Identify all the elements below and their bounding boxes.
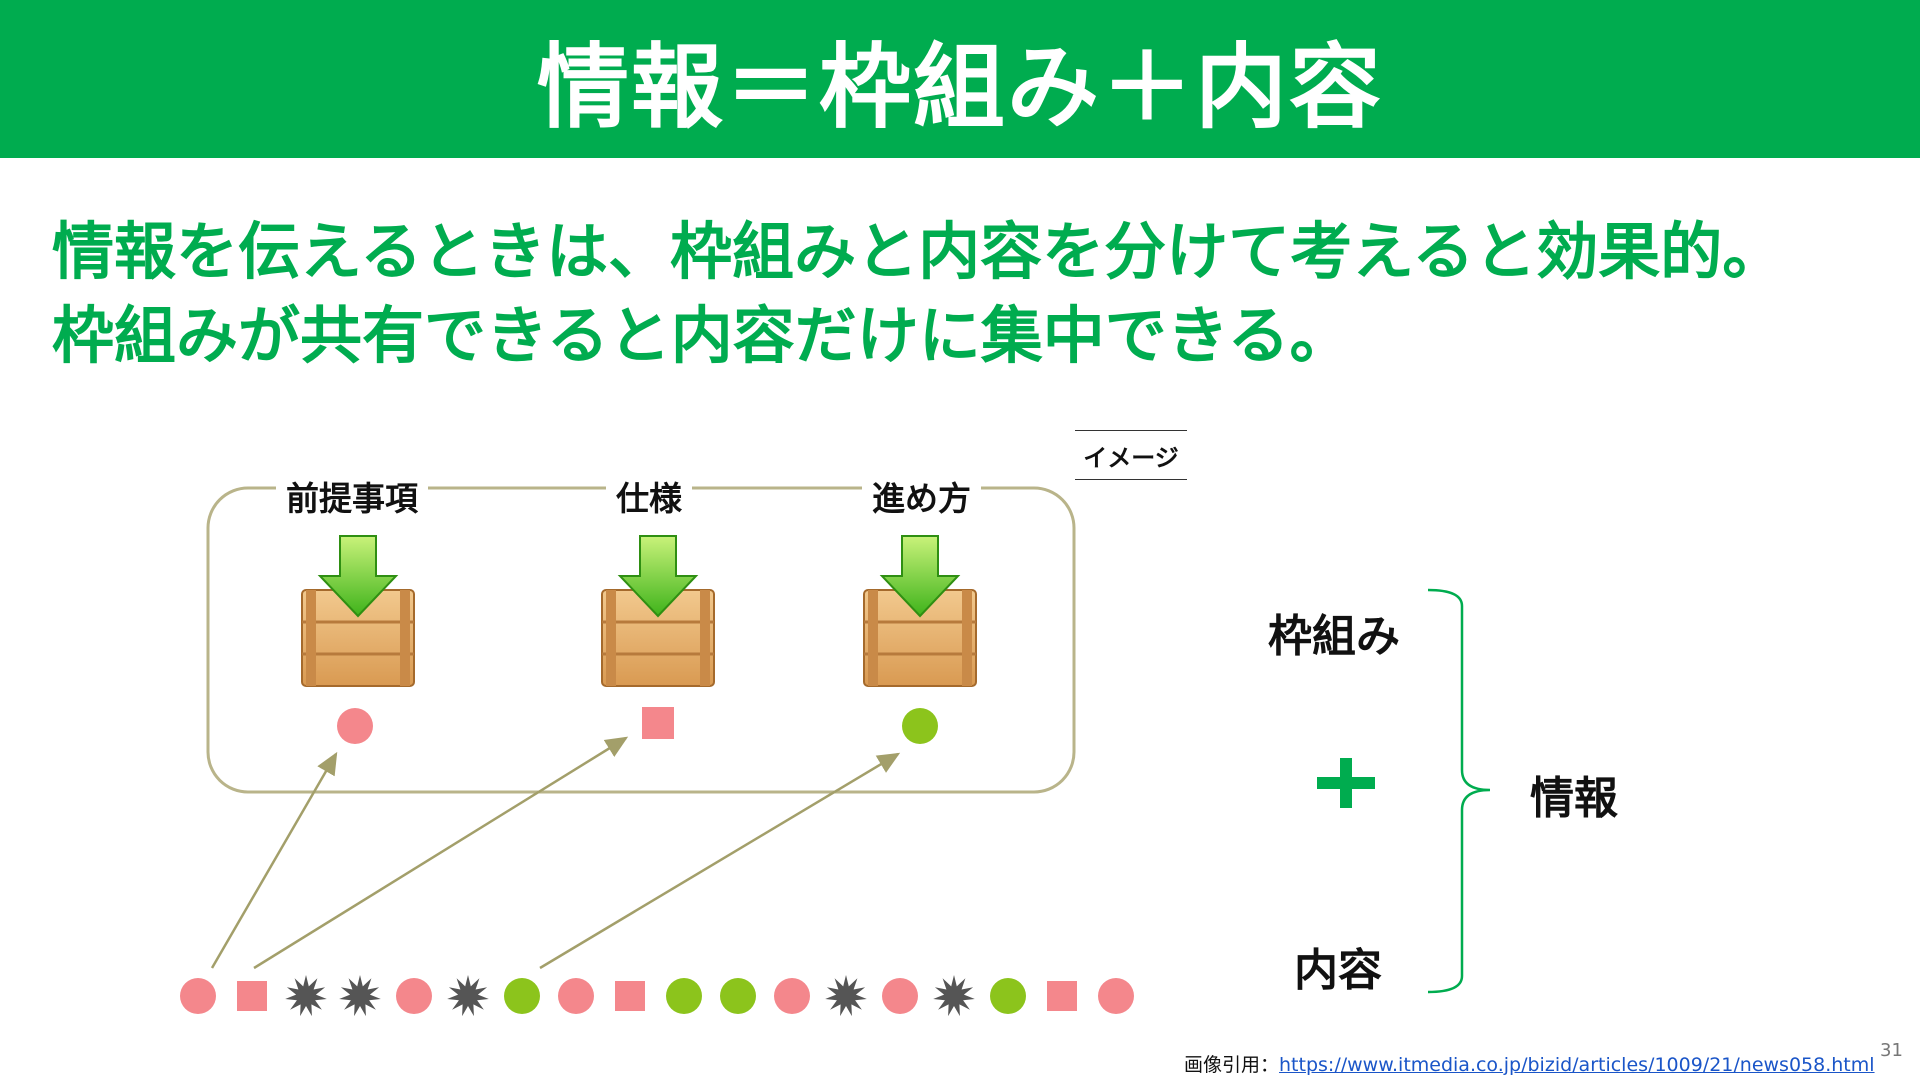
- link-arrow-3: [539, 752, 901, 970]
- plus-icon: [1317, 758, 1375, 808]
- image-tag: イメージ: [1075, 430, 1187, 480]
- sequence-item-burst-gray: [933, 975, 975, 1017]
- lead-text: 情報を伝えるときは、枠組みと内容を分けて考えると効果的。 枠組みが共有できると内…: [52, 210, 1892, 378]
- slot-shape-circle-green: [902, 708, 938, 744]
- title-bar: 情報＝枠組み＋内容: [0, 0, 1920, 158]
- sequence-item-circle-red: [882, 978, 918, 1014]
- sequence-item-burst-gray: [285, 975, 327, 1017]
- crate-with-down-arrow-icon: [301, 535, 415, 687]
- slot-shape-circle-red: [337, 708, 373, 744]
- sequence-item-circle-red: [774, 978, 810, 1014]
- sequence-item-square-red: [237, 981, 267, 1011]
- frame-label-process: 進め方: [862, 472, 981, 520]
- brace-icon: [1427, 588, 1491, 994]
- framework-label: 枠組み: [1268, 611, 1400, 662]
- sequence-item-circle-red: [180, 978, 216, 1014]
- content-label: 内容: [1294, 945, 1382, 996]
- citation-prefix: 画像引用：: [1184, 1054, 1280, 1076]
- link-arrow-2: [253, 736, 629, 970]
- sequence-item-circle-green: [504, 978, 540, 1014]
- frame-label-spec: 仕様: [606, 472, 692, 520]
- information-label: 情報: [1530, 773, 1618, 824]
- sequence-item-circle-green: [720, 978, 756, 1014]
- sequence-item-circle-green: [990, 978, 1026, 1014]
- sequence-item-burst-gray: [825, 975, 867, 1017]
- crate-with-down-arrow-icon: [863, 535, 977, 687]
- sequence-item-circle-red: [1098, 978, 1134, 1014]
- page-title: 情報＝枠組み＋内容: [536, 33, 1383, 141]
- crate-with-down-arrow-icon: [601, 535, 715, 687]
- sequence-item-circle-green: [666, 978, 702, 1014]
- lead-line-2: 枠組みが共有できると内容だけに集中できる。: [52, 299, 1352, 372]
- sequence-item-burst-gray: [339, 975, 381, 1017]
- page-number: 31: [1880, 1040, 1903, 1061]
- sequence-item-circle-red: [558, 978, 594, 1014]
- slot-shape-square-red: [642, 707, 674, 739]
- link-arrow-1: [210, 751, 338, 969]
- frame-label-premise: 前提事項: [276, 472, 428, 520]
- lead-line-1: 情報を伝えるときは、枠組みと内容を分けて考えると効果的。: [52, 215, 1785, 288]
- sequence-item-square-red: [615, 981, 645, 1011]
- item-sequence: [180, 975, 1134, 1017]
- sequence-item-circle-red: [396, 978, 432, 1014]
- image-citation: 画像引用：https://www.itmedia.co.jp/bizid/art…: [1184, 1050, 1875, 1077]
- sequence-item-square-red: [1047, 981, 1077, 1011]
- citation-link[interactable]: https://www.itmedia.co.jp/bizid/articles…: [1279, 1054, 1875, 1076]
- sequence-item-burst-gray: [447, 975, 489, 1017]
